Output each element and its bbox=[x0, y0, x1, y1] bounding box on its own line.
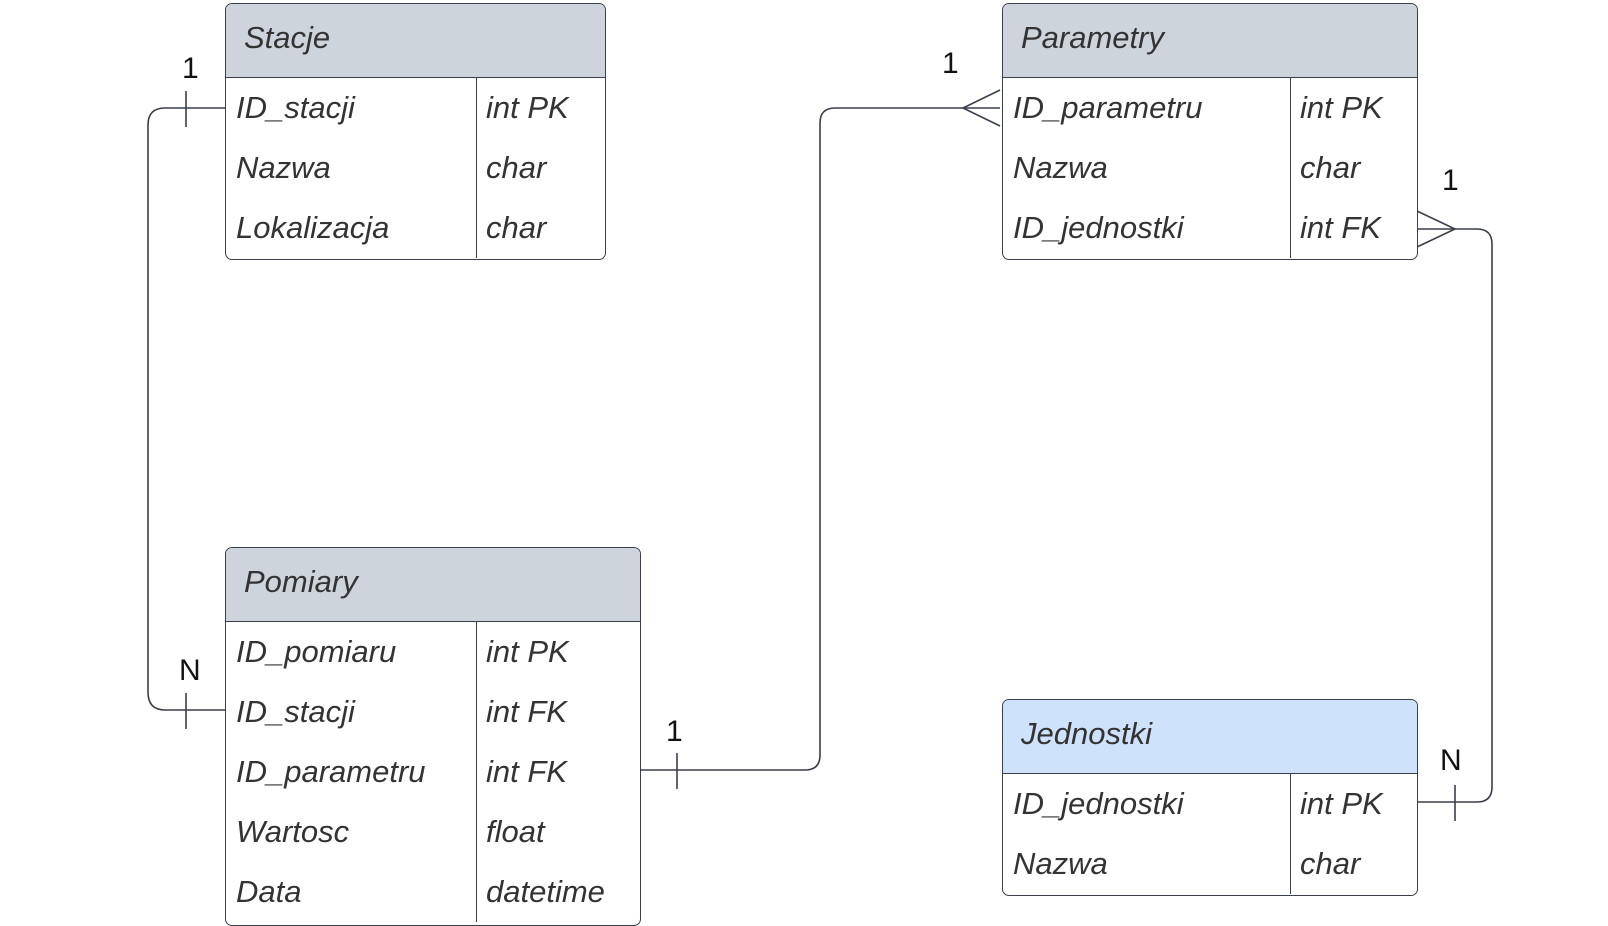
cardinality-stacje-one: 1 bbox=[182, 52, 199, 85]
field-name: ID_parametru bbox=[236, 754, 426, 789]
entity-stacje[interactable]: Stacje ID_stacji int PK Nazwa char Lokal… bbox=[225, 3, 606, 260]
entity-parametry[interactable]: Parametry ID_parametru int PK Nazwa char… bbox=[1002, 3, 1418, 260]
field-type: int FK bbox=[486, 754, 567, 789]
field-name: Wartosc bbox=[236, 814, 350, 849]
table-row[interactable]: ID_pomiaru int PK bbox=[226, 622, 640, 682]
connector-parametry-jednostki bbox=[1417, 228, 1493, 803]
table-row[interactable]: Data datetime bbox=[226, 862, 640, 922]
field-name: ID_jednostki bbox=[1013, 786, 1184, 821]
field-type: char bbox=[486, 150, 547, 185]
entity-title: Parametry bbox=[1003, 4, 1417, 78]
field-type: int FK bbox=[486, 694, 567, 729]
cardinality-parametry-one: 1 bbox=[942, 47, 959, 80]
field-type: int PK bbox=[486, 90, 569, 125]
field-type: char bbox=[1300, 846, 1361, 881]
field-name: Nazwa bbox=[236, 150, 331, 185]
field-type: datetime bbox=[486, 874, 605, 909]
field-name: Data bbox=[236, 874, 302, 909]
connector-pomiary-parametry bbox=[640, 107, 1000, 771]
table-row[interactable]: Nazwa char bbox=[1003, 138, 1417, 198]
cardinality-pomiary-parametru-one: 1 bbox=[666, 715, 683, 748]
entity-title: Stacje bbox=[226, 4, 605, 78]
field-name: ID_pomiaru bbox=[236, 634, 397, 669]
cardinality-jednostki-many: N bbox=[1440, 744, 1462, 777]
crowfoot-parametry-jednostki bbox=[1416, 210, 1457, 248]
field-name: ID_jednostki bbox=[1013, 210, 1184, 245]
entity-jednostki[interactable]: Jednostki ID_jednostki int PK Nazwa char bbox=[1002, 699, 1418, 896]
field-type: int PK bbox=[1300, 786, 1383, 821]
table-row[interactable]: Nazwa char bbox=[226, 138, 605, 198]
table-row[interactable]: ID_stacji int PK bbox=[226, 78, 605, 138]
field-type: float bbox=[486, 814, 545, 849]
field-type: char bbox=[486, 210, 547, 245]
field-name: Nazwa bbox=[1013, 846, 1108, 881]
table-row[interactable]: ID_parametru int PK bbox=[1003, 78, 1417, 138]
field-type: int PK bbox=[1300, 90, 1383, 125]
field-type: char bbox=[1300, 150, 1361, 185]
entity-title: Jednostki bbox=[1003, 700, 1417, 774]
field-name: Lokalizacja bbox=[236, 210, 390, 245]
field-name: ID_stacji bbox=[236, 694, 355, 729]
table-row[interactable]: ID_parametru int FK bbox=[226, 742, 640, 802]
entity-pomiary[interactable]: Pomiary ID_pomiaru int PK ID_stacji int … bbox=[225, 547, 641, 926]
field-name: Nazwa bbox=[1013, 150, 1108, 185]
cardinality-parametry-jednostki-one: 1 bbox=[1442, 164, 1459, 197]
table-row[interactable]: ID_stacji int FK bbox=[226, 682, 640, 742]
field-type: int FK bbox=[1300, 210, 1381, 245]
table-row[interactable]: ID_jednostki int PK bbox=[1003, 774, 1417, 834]
table-row[interactable]: Nazwa char bbox=[1003, 834, 1417, 894]
field-name: ID_parametru bbox=[1013, 90, 1203, 125]
crowfoot-parametry bbox=[961, 89, 1001, 127]
field-name: ID_stacji bbox=[236, 90, 355, 125]
table-row[interactable]: Lokalizacja char bbox=[226, 198, 605, 258]
field-type: int PK bbox=[486, 634, 569, 669]
connector-stacje-pomiary bbox=[147, 107, 225, 711]
table-row[interactable]: Wartosc float bbox=[226, 802, 640, 862]
table-row[interactable]: ID_jednostki int FK bbox=[1003, 198, 1417, 258]
entity-title: Pomiary bbox=[226, 548, 640, 622]
cardinality-pomiary-many: N bbox=[179, 654, 201, 687]
